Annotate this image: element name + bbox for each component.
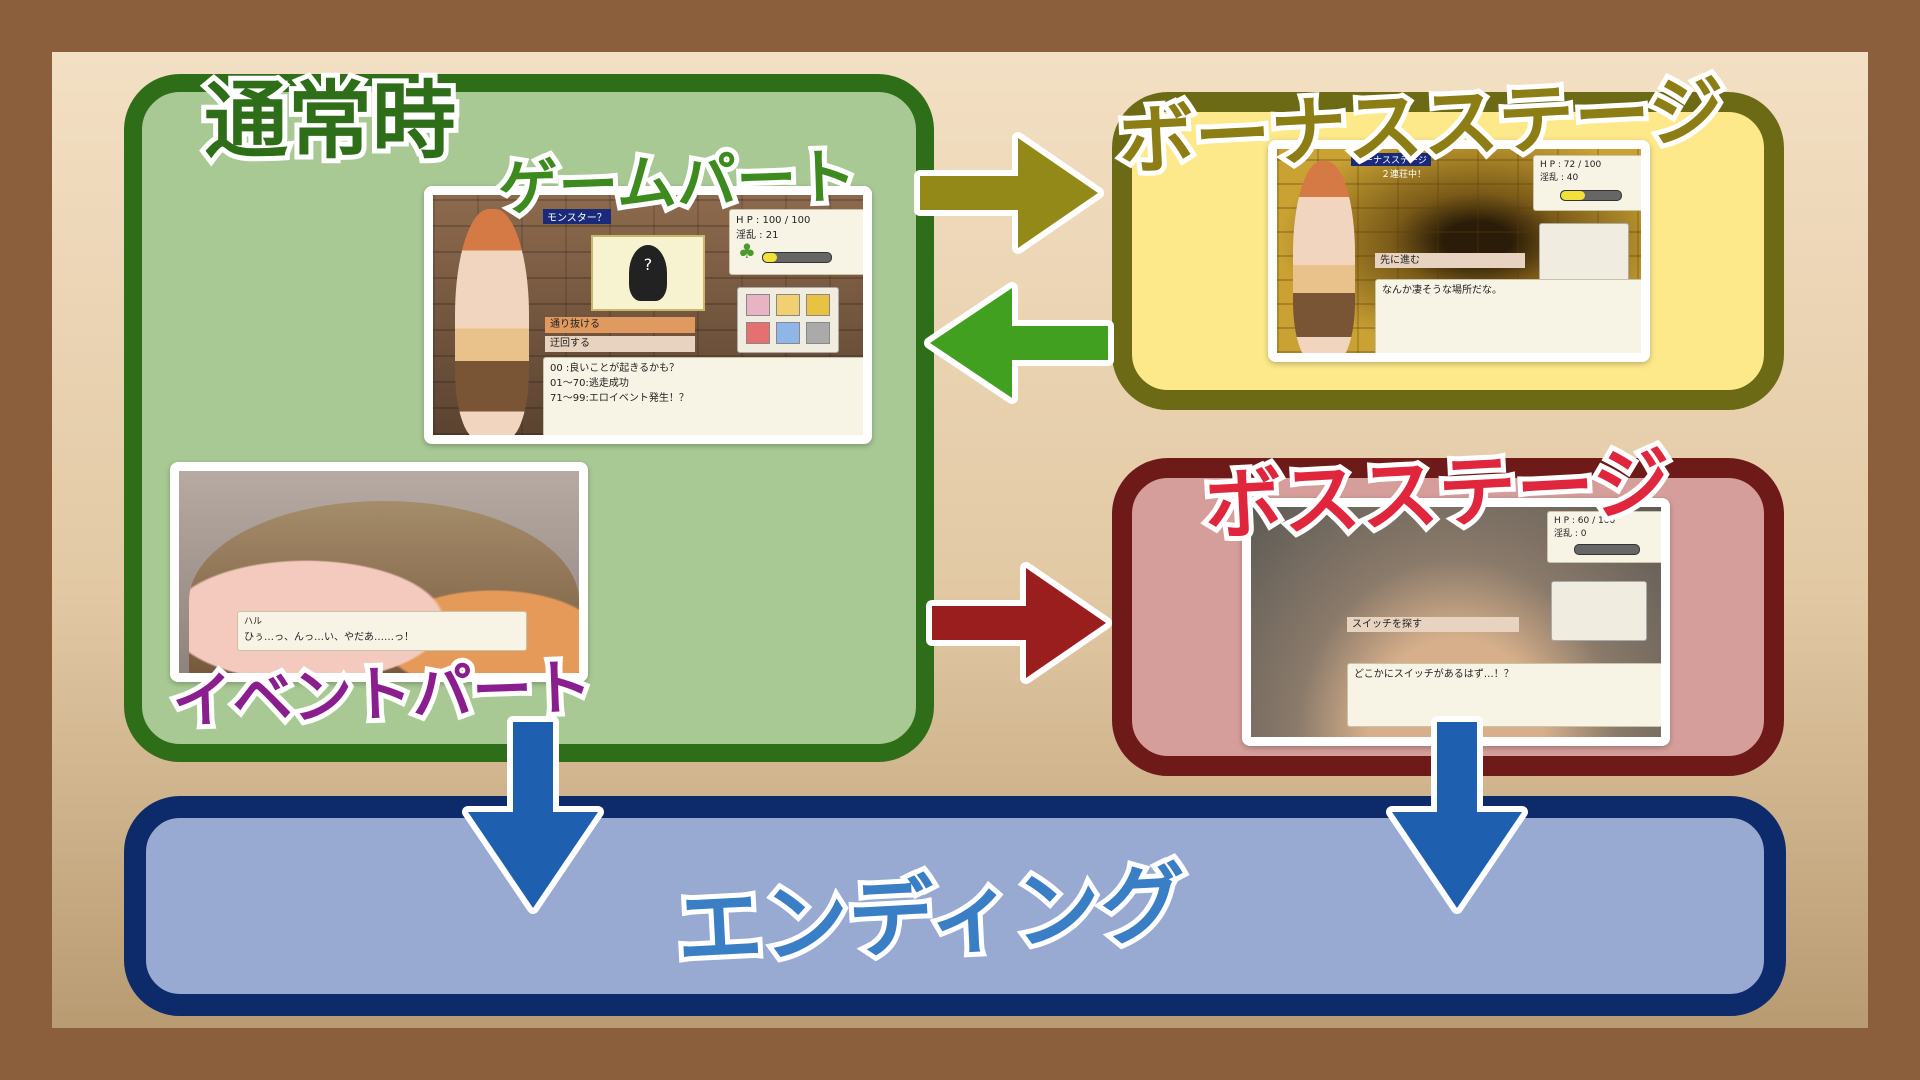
event-speaker: ハル <box>244 617 263 627</box>
arrow-normal-to-ending-icon <box>462 716 604 914</box>
bonus-stage-screenshot: ボーナスステージ ２連荘中！ H P : 72 / 100 淫乱 : 40 先に… <box>1268 140 1650 362</box>
boss-lust-text: 淫乱 : 0 <box>1554 529 1587 539</box>
event-part-screenshot: ハル ひぅ…っ、んっ…い、やだあ……っ！ <box>170 462 588 682</box>
item-slot-key[interactable] <box>806 294 830 316</box>
bonus-lust-bar-fill <box>1561 191 1585 200</box>
lust-bar <box>762 252 832 263</box>
arrow-from-bonus-icon <box>924 282 1114 404</box>
status-panel: H P : 100 / 100 淫乱 : 21 ♣ <box>729 209 863 275</box>
bonus-lust-bar <box>1560 190 1622 201</box>
boss-hp-text: H P : 60 / 100 <box>1554 516 1616 526</box>
arrow-boss-to-ending-icon <box>1386 716 1528 914</box>
monster-card: ? <box>591 235 705 311</box>
game-part-title: ゲームパート <box>492 137 862 229</box>
normal-mode-title: 通常時 <box>199 67 461 175</box>
message-box: 00 :良いことが起きるかも？ 01～70:逃走成功 71～99:エロイベント発… <box>543 357 863 435</box>
message-line-1: 00 :良いことが起きるかも？ <box>550 363 680 374</box>
item-slot-empty[interactable] <box>806 322 830 344</box>
clover-icon: ♣ <box>738 239 756 263</box>
heroine-figure-bonus <box>1293 161 1355 353</box>
bonus-item-grid <box>1539 223 1629 281</box>
game-part-screenshot: モンスター？ ? H P : 100 / 100 淫乱 : 21 ♣ 通り抜ける… <box>424 186 872 444</box>
bonus-message-line: なんか凄そうな場所だな。 <box>1382 285 1502 296</box>
event-line: ひぅ…っ、んっ…い、やだあ……っ！ <box>244 632 414 643</box>
boss-lust-bar <box>1574 544 1640 555</box>
boss-stage-screenshot: H P : 60 / 100 淫乱 : 0 スイッチを探す どこかにスイッチがあ… <box>1242 498 1670 746</box>
unknown-monster-icon: ? <box>629 245 667 301</box>
boss-message-box: どこかにスイッチがあるはず…！？ <box>1347 663 1661 727</box>
ending-box <box>124 796 1786 1016</box>
bonus-sub: ２連荘中！ <box>1381 170 1427 180</box>
boss-choice-search[interactable]: スイッチを探す <box>1347 617 1519 632</box>
boss-message-line: どこかにスイッチがあるはず…！？ <box>1354 669 1514 680</box>
bonus-lust-text: 淫乱 : 40 <box>1540 173 1579 183</box>
monster-label: モンスター？ <box>543 209 611 224</box>
ending-title: エンディング <box>669 849 1194 986</box>
boss-status-panel: H P : 60 / 100 淫乱 : 0 <box>1547 511 1661 563</box>
bonus-status-panel: H P : 72 / 100 淫乱 : 40 <box>1533 155 1641 211</box>
lust-bar-fill <box>763 253 777 262</box>
choice-pass-through[interactable]: 通り抜ける <box>545 317 695 333</box>
bonus-hp-text: H P : 72 / 100 <box>1540 160 1602 170</box>
arrow-to-boss-icon <box>926 562 1112 684</box>
bonus-header: ボーナスステージ <box>1351 153 1431 166</box>
message-line-3: 71～99:エロイベント発生！？ <box>550 393 689 404</box>
item-grid <box>737 287 839 353</box>
choice-detour[interactable]: 迂回する <box>545 336 695 352</box>
item-slot-clock[interactable] <box>776 294 800 316</box>
event-dialogue-box: ハル ひぅ…っ、んっ…い、やだあ……っ！ <box>237 611 527 651</box>
item-slot-gem[interactable] <box>746 322 770 344</box>
lust-text: 淫乱 : 21 <box>736 230 779 241</box>
heroine-figure <box>455 209 529 435</box>
hp-text: H P : 100 / 100 <box>736 215 811 226</box>
item-slot-blue[interactable] <box>776 322 800 344</box>
bonus-message-box: なんか凄そうな場所だな。 <box>1375 279 1641 353</box>
item-slot-potion[interactable] <box>746 294 770 316</box>
boss-item-grid <box>1551 581 1647 641</box>
arrow-to-bonus-icon <box>914 132 1104 254</box>
message-line-2: 01～70:逃走成功 <box>550 378 629 389</box>
bonus-choice-advance[interactable]: 先に進む <box>1375 253 1525 268</box>
